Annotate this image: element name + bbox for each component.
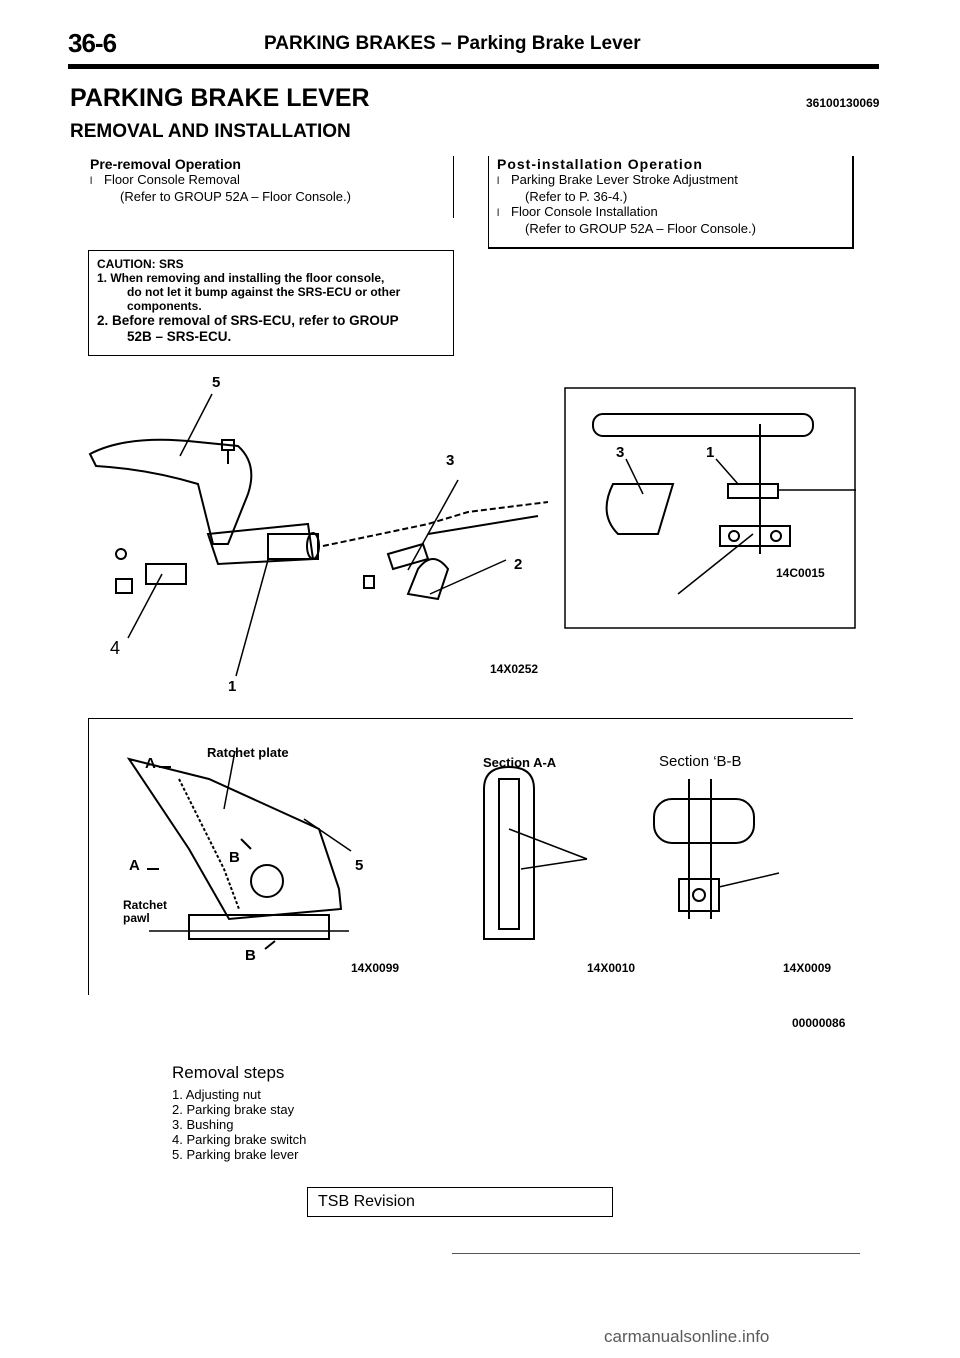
figure-code-14x0252: 14X0252 [490,662,539,676]
header-title: PARKING BRAKES – Parking Brake Lever [264,33,641,54]
post-box-right-edge [852,156,854,248]
removal-steps-title: Removal steps [172,1063,285,1082]
callout-2: 2 [514,556,523,573]
page-code: 36100130069 [806,96,880,110]
removal-steps-list: 1. Adjusting nut 2. Parking brake stay 3… [172,1087,306,1162]
removal-step: 3. Bushing [172,1117,234,1132]
section-title: REMOVAL AND INSTALLATION [70,121,351,142]
exploded-view-drawing [88,387,856,677]
callout-3: 3 [446,452,455,469]
exploded-view-diagram: 5 3 2 4 1 3 1 14X0252 14C0015 [88,374,858,702]
watermark: carmanualsonline.info [604,1327,770,1346]
section-view-diagram: Ratchet plate Ratchet pawl A A B B 5 Sec… [88,718,853,995]
ratchet-plate-label: Ratchet plate [207,745,289,760]
caution-box: CAUTION: SRS 1. When removing and instal… [88,250,454,356]
section-a-title: Section A-A [483,755,557,770]
figure-code-14c0015: 14C0015 [776,566,825,580]
caution-title: CAUTION: SRS [97,257,184,271]
pre-removal-ref: (Refer to GROUP 52A – Floor Console.) [120,189,351,204]
caution-line-5: 52B – SRS-ECU. [127,329,232,344]
callout-5-section: 5 [355,857,364,874]
figure-code-00000086: 00000086 [792,1016,846,1030]
removal-step: 4. Parking brake switch [172,1132,307,1147]
removal-step: 1. Adjusting nut [172,1087,261,1102]
caution-line-4: 2. Before removal of SRS-ECU, refer to G… [97,313,399,328]
post-item-1-ref: (Refer to P. 36-4.) [525,189,628,204]
letter-b-top: B [229,849,240,866]
figure-code-14x0099: 14X0099 [351,961,400,975]
removal-step: 2. Parking brake stay [172,1102,295,1117]
ratchet-pawl-label: Ratchet pawl [123,898,168,925]
pre-removal-title: Pre-removal Operation [90,156,241,172]
inset-callout-3: 3 [616,444,625,461]
section-b-title: Section ‘B-B [659,753,742,770]
post-installation-title: Post-installation Operation [497,156,703,172]
callout-4: 4 [110,638,121,658]
figure-code-14x0010: 14X0010 [587,961,636,975]
header-rule [68,64,879,69]
removal-step: 5. Parking brake lever [172,1147,299,1162]
post-item-2-ref: (Refer to GROUP 52A – Floor Console.) [525,221,756,236]
callout-5: 5 [212,374,221,391]
section-view-drawing [126,750,780,950]
post-box-underline [488,247,854,249]
footer-rule [452,1253,860,1254]
page-title: PARKING BRAKE LEVER [70,84,370,112]
caution-line-1: 1. When removing and installing the floo… [97,271,385,285]
figure-code-14x0009: 14X0009 [783,961,832,975]
page-number: 36-6 [68,28,117,58]
caution-line-2: do not let it bump against the SRS-ECU o… [127,285,401,299]
inset-callout-1: 1 [706,444,715,461]
callout-1: 1 [228,678,237,695]
letter-a-bottom: A [129,857,140,874]
letter-a-top: A [145,755,156,772]
letter-b-bottom: B [245,947,256,964]
caution-line-3: components. [127,299,202,313]
tsb-revision-box: TSB Revision [307,1187,613,1217]
